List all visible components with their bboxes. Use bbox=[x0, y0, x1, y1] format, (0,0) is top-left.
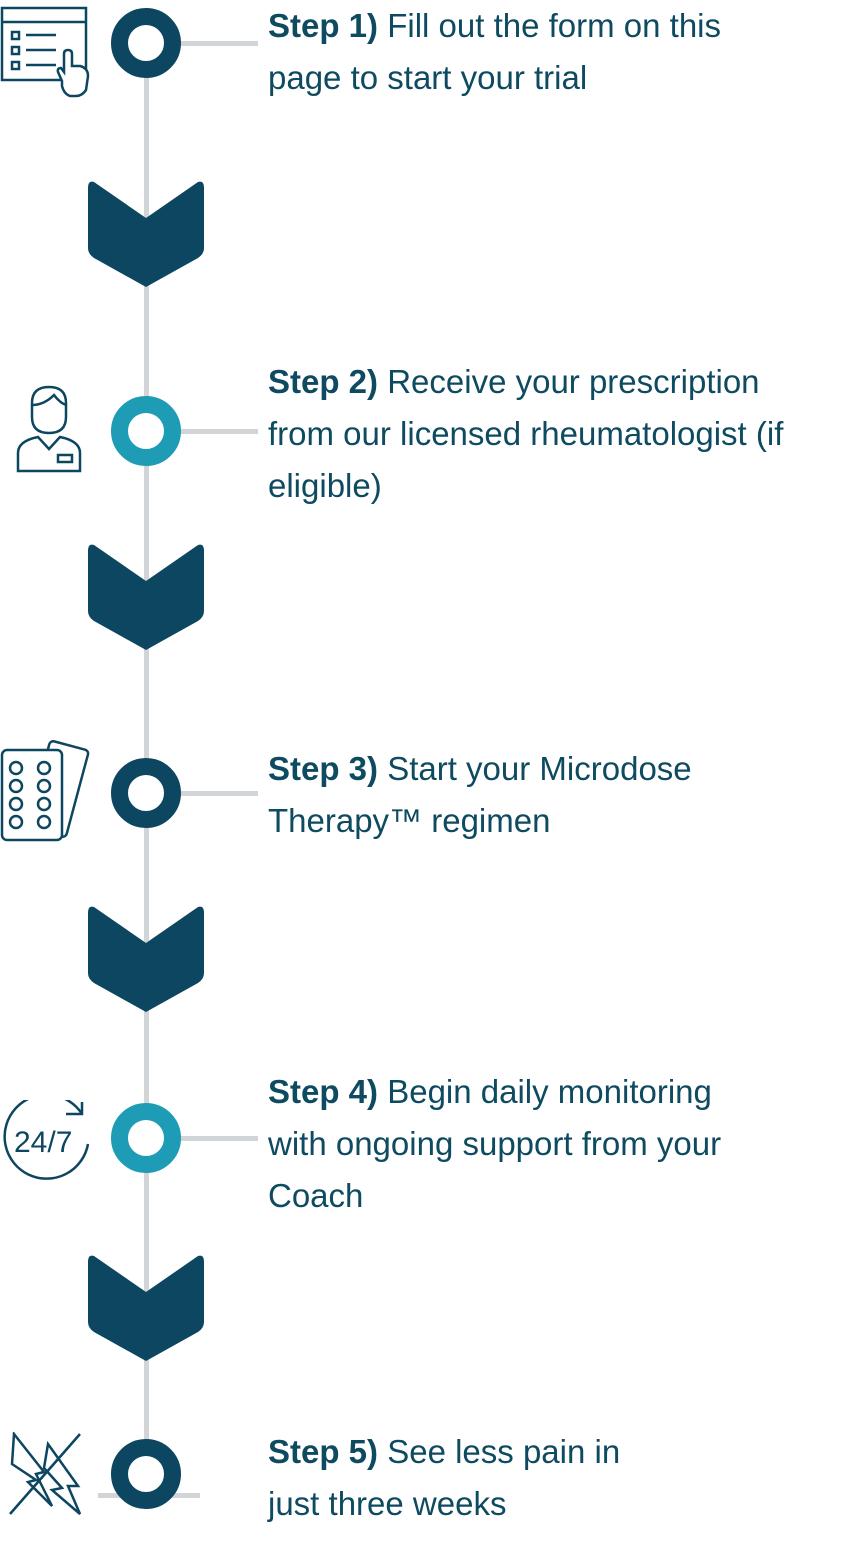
step-1-node bbox=[111, 8, 181, 78]
step-description: Fill out the form on this page to start … bbox=[268, 7, 722, 96]
step-description: See less pain in just three weeks bbox=[268, 1433, 621, 1522]
connector-1 bbox=[180, 41, 258, 46]
step-2-text: Step 2) Receive your prescription from o… bbox=[268, 356, 828, 512]
step-label: Step 3) bbox=[268, 750, 379, 787]
step-label: Step 2) bbox=[268, 363, 379, 400]
pills-icon bbox=[0, 740, 90, 842]
doctor-icon bbox=[16, 385, 82, 473]
step-description: Begin daily monitoring with ongoing supp… bbox=[268, 1073, 722, 1214]
step-2-node bbox=[111, 396, 181, 466]
step-label: Step 1) bbox=[268, 7, 379, 44]
step-1-text: Step 1) Fill out the form on this page t… bbox=[268, 0, 768, 104]
chevron-down-icon bbox=[88, 1255, 204, 1361]
chevron-down-icon bbox=[88, 544, 204, 650]
step-label: Step 5) bbox=[268, 1433, 379, 1470]
connector-2 bbox=[180, 429, 258, 434]
step-3-node bbox=[111, 758, 181, 828]
step-5-text: Step 5) See less pain in just three week… bbox=[268, 1426, 668, 1530]
form-click-icon bbox=[0, 6, 90, 98]
step-description: Start your Microdose Therapy™ regimen bbox=[268, 750, 692, 839]
chevron-down-icon bbox=[88, 906, 204, 1012]
step-label: Step 4) bbox=[268, 1073, 379, 1110]
step-description: Receive your prescription from our licen… bbox=[268, 363, 784, 504]
connector-3 bbox=[180, 791, 258, 796]
step-3-text: Step 3) Start your Microdose Therapy™ re… bbox=[268, 743, 808, 847]
24-7-icon: 24/7 bbox=[2, 1093, 92, 1192]
no-pain-icon bbox=[9, 1432, 82, 1515]
step-4-text: Step 4) Begin daily monitoring with ongo… bbox=[268, 1066, 738, 1222]
connector-4 bbox=[180, 1136, 258, 1141]
step-5-node bbox=[111, 1439, 181, 1509]
step-4-node bbox=[111, 1103, 181, 1173]
24-7-icon-text: 24/7 bbox=[14, 1126, 73, 1159]
chevron-down-icon bbox=[88, 181, 204, 287]
